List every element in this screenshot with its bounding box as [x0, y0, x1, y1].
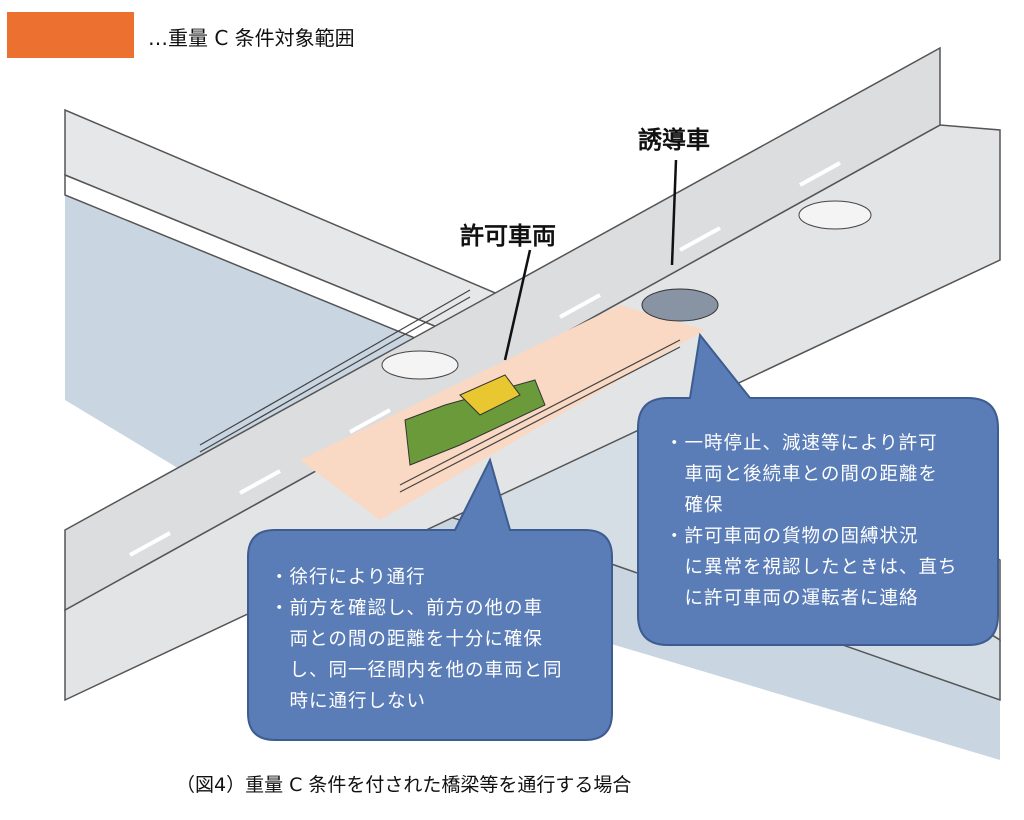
- escort-car: [641, 288, 719, 322]
- callout-line: ・徐行により通行: [270, 567, 426, 588]
- callout-line: 両との間の距離を十分に確保: [270, 629, 543, 650]
- callout-line: ・一時停止、減速等により許可: [665, 433, 938, 454]
- callout-right-text: ・一時停止、減速等により許可 車両と後続車との間の距離を 確保 ・許可車両の貨物…: [665, 428, 958, 614]
- callout-right-shape: [637, 332, 999, 646]
- callout-line: に異常を視認したときは、直ち: [665, 557, 958, 578]
- guardrails: [199, 289, 681, 493]
- callout-line: に許可車両の運転者に連絡: [665, 588, 919, 609]
- figure-caption: （図4）重量 C 条件を付された橋梁等を通行する場合: [176, 774, 632, 796]
- permitted-pointer: [503, 249, 532, 361]
- callout-left-shape: [247, 457, 613, 741]
- callout-line: 車両と後続車との間の距離を: [665, 464, 938, 485]
- car-right: [798, 200, 872, 230]
- callout-line: ・許可車両の貨物の固縛状況: [665, 526, 919, 547]
- escort-vehicle-label: 誘導車: [638, 126, 710, 154]
- callout-line: し、同一径間内を他の車両と同: [270, 660, 563, 681]
- callout-line: 確保: [665, 495, 724, 516]
- car-left: [381, 350, 459, 380]
- escort-pointer: [670, 159, 678, 266]
- callout-line: ・前方を確認し、前方の他の車: [270, 598, 544, 619]
- main-road: [64, 46, 941, 612]
- callout-left-text: ・徐行により通行 ・前方を確認し、前方の他の車 両との間の距離を十分に確保 し、…: [270, 562, 563, 717]
- legend-swatch: [7, 12, 134, 58]
- legend-text: …重量 C 条件対象範囲: [148, 26, 355, 50]
- lane-markings: [129, 161, 841, 557]
- truck: [404, 374, 546, 466]
- callout-line: 時に通行しない: [270, 691, 427, 712]
- permitted-vehicle-label: 許可車両: [460, 222, 556, 250]
